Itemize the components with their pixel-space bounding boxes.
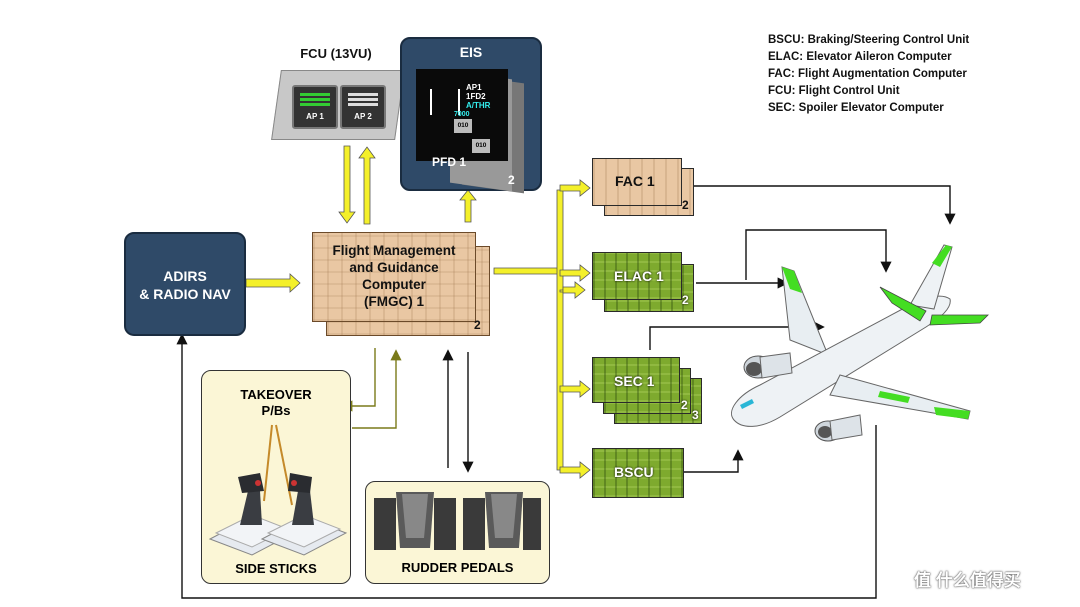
fac-to-aircraft-line: [692, 185, 956, 225]
pfd-value-2: 010: [472, 139, 490, 153]
rudder-pedals-box: RUDDER PEDALS: [365, 481, 550, 584]
elac-label: ELAC 1: [614, 268, 664, 284]
ap1-label: AP 1: [306, 112, 324, 121]
legend-item: ELAC: Elevator Aileron Computer: [768, 51, 952, 63]
fmgc-line2: and Guidance: [349, 260, 439, 275]
legend-item: FAC: Flight Augmentation Computer: [768, 68, 967, 80]
fac-card: [592, 158, 682, 206]
fac-count: 2: [682, 198, 689, 212]
ap1-button[interactable]: AP 1: [292, 85, 338, 129]
side-sticks-caption: SIDE STICKS: [235, 561, 317, 576]
pfd-count: 2: [508, 173, 515, 187]
fmgc-line3: Computer: [362, 277, 426, 292]
pfd-athr: A/THR: [466, 101, 491, 110]
rudder-pedals-caption: RUDDER PEDALS: [401, 560, 514, 575]
pfd-label: PFD 1: [432, 155, 467, 169]
aircraft-feedback-line: [176, 333, 877, 599]
pfd-fd: 1FD2: [466, 92, 486, 101]
pfd-ap1: AP1: [466, 83, 482, 92]
bscu-to-aircraft-line: [684, 449, 744, 473]
legend-item: FCU: Flight Control Unit: [768, 85, 900, 97]
pfd-value-1: 010: [454, 119, 472, 133]
elac-branch-line: [745, 229, 892, 280]
fmgc-line1: Flight Management: [332, 243, 456, 258]
adirs-line2: & RADIO NAV: [139, 286, 231, 302]
fmgc-to-takeover-line: [341, 348, 376, 412]
fac-label: FAC 1: [615, 173, 655, 189]
fmgc-line4: (FMGC) 1: [364, 294, 424, 309]
bscu-card: [592, 448, 684, 498]
pfd-alt: 7000: [454, 111, 470, 118]
legend-item: SEC: Spoiler Elevator Computer: [768, 102, 944, 114]
sec-count-3: 3: [692, 408, 699, 422]
ap2-button[interactable]: AP 2: [340, 85, 386, 129]
legend-item: BSCU: Braking/Steering Control Unit: [768, 34, 970, 46]
eis-box: EIS AP1 1FD2 A/THR 7000 010 010 PFD 1 2: [400, 37, 542, 194]
takeover-line2: P/Bs: [261, 403, 291, 418]
sec-card: [592, 357, 680, 403]
pfd-screen: AP1 1FD2 A/THR 7000 010 010: [416, 69, 508, 161]
sec-count-2: 2: [681, 398, 688, 412]
takeover-line1: TAKEOVER: [240, 387, 312, 402]
fmgc-count: 2: [474, 318, 481, 332]
adirs-line1: ADIRS: [163, 268, 207, 284]
fcu-title: FCU (13VU): [300, 46, 372, 61]
yellow-data-arrows: [245, 145, 591, 479]
takeover-to-fmgc-line: [352, 349, 402, 429]
aircraft-illustration: [731, 244, 989, 442]
side-sticks-icon: [208, 424, 348, 556]
acronym-legend: BSCU: Braking/Steering Control Unit ELAC…: [768, 32, 969, 117]
sec-label: SEC 1: [614, 373, 655, 389]
ap2-label: AP 2: [354, 112, 372, 121]
watermark: 值 什么值得买: [914, 571, 1021, 590]
bscu-label: BSCU: [614, 464, 654, 480]
sec-to-aircraft-line: [649, 321, 825, 350]
adirs-box: ADIRS & RADIO NAV: [124, 232, 246, 336]
side-sticks-box: TAKEOVER P/Bs SIDE STICKS: [201, 370, 351, 584]
eis-title: EIS: [459, 44, 483, 60]
rudder-pedals-icon: [374, 492, 541, 550]
elac-card: [592, 252, 682, 300]
fmgc-box: Flight Management and Guidance Computer …: [312, 232, 476, 322]
elac-count: 2: [682, 293, 689, 307]
